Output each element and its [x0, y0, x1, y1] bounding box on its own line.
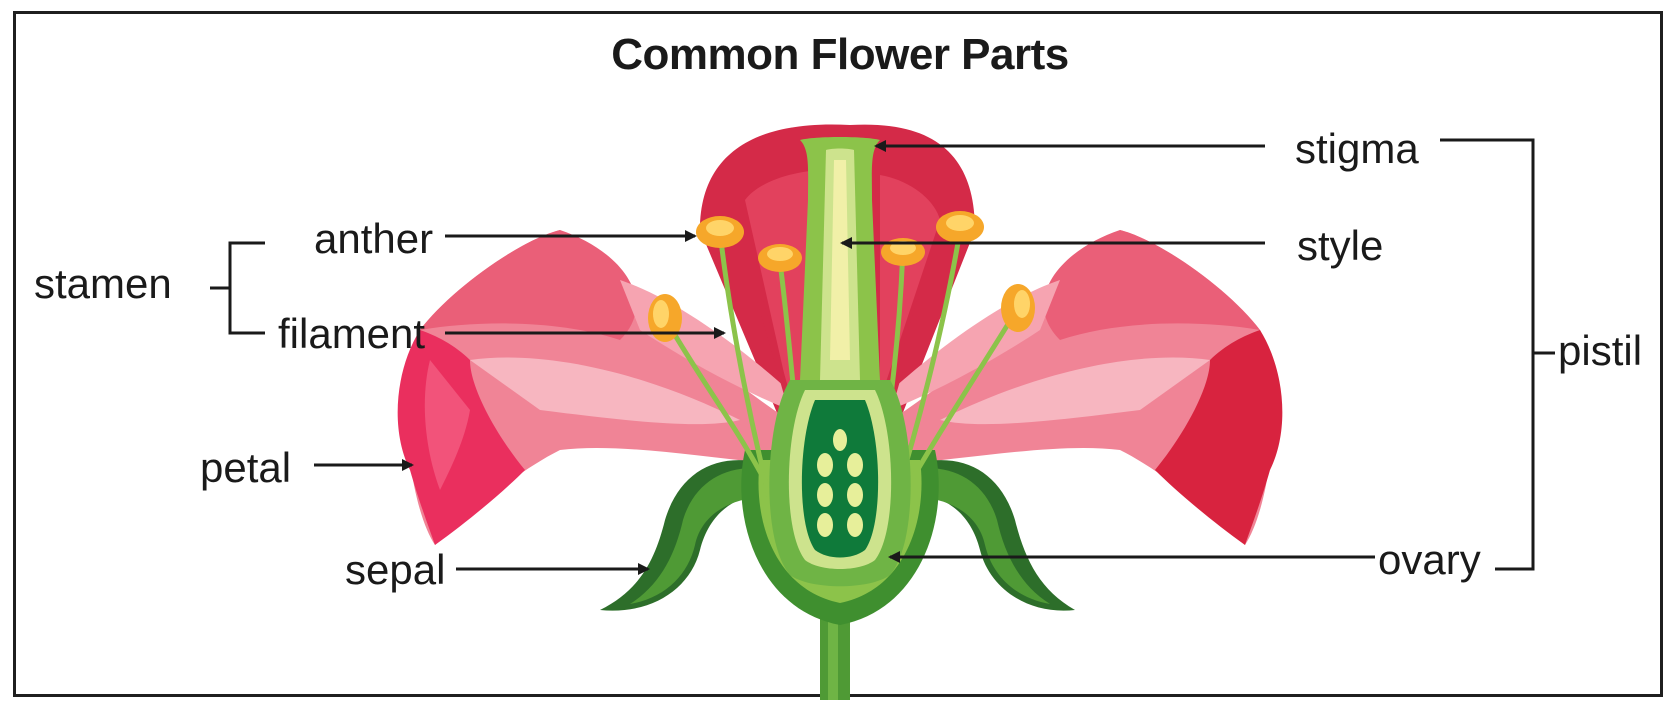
label-style: style: [1297, 222, 1384, 269]
pistil-bracket: [1440, 138, 1555, 571]
label-anther: anther: [314, 215, 434, 262]
label-pistil: pistil: [1558, 327, 1643, 374]
stamen-bracket: [210, 241, 265, 335]
label-stamen: stamen: [34, 260, 172, 307]
label-filament: filament: [278, 310, 426, 357]
label-petal: petal: [200, 444, 292, 491]
label-ovary: ovary: [1378, 536, 1481, 583]
label-stigma: stigma: [1295, 125, 1419, 172]
diagram-title: Common Flower Parts: [611, 30, 1069, 79]
anthers: [648, 211, 1035, 342]
ovules: [817, 429, 863, 537]
label-sepal: sepal: [345, 546, 446, 593]
right-petal-tip: [1155, 330, 1283, 545]
